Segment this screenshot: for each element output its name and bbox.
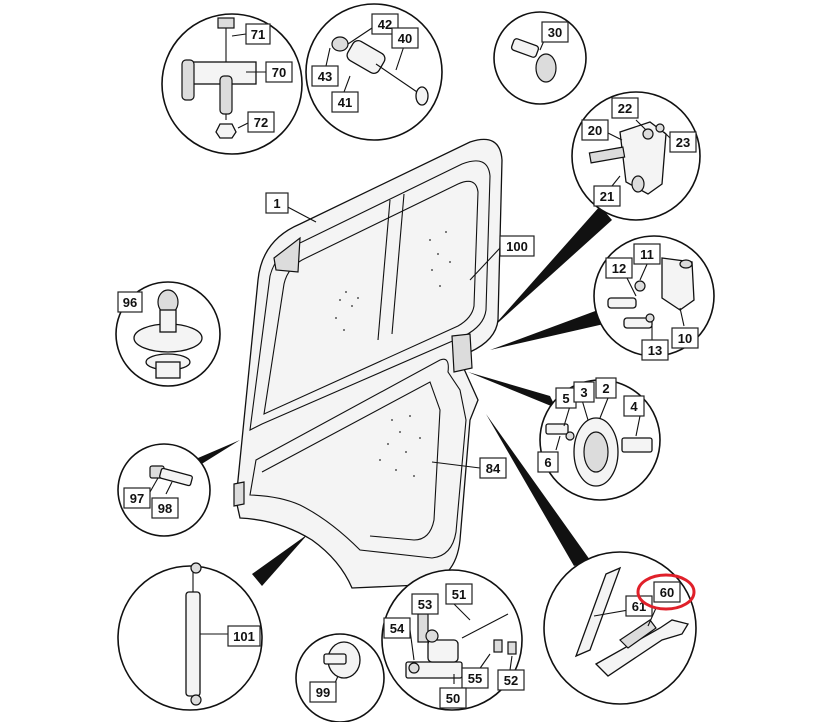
svg-text:23: 23 [676, 135, 690, 150]
callout-12: 12 [605, 257, 633, 279]
svg-text:6: 6 [544, 455, 551, 470]
svg-text:11: 11 [640, 247, 654, 262]
svg-text:1: 1 [273, 196, 280, 211]
svg-text:55: 55 [468, 671, 482, 686]
callout-5: 5 [555, 387, 577, 409]
svg-text:43: 43 [318, 69, 332, 84]
callout-97: 97 [123, 487, 151, 509]
svg-text:41: 41 [338, 95, 352, 110]
svg-text:70: 70 [272, 65, 286, 80]
callout-30: 30 [541, 21, 569, 43]
callout-100: 100 [499, 235, 535, 257]
callout-10: 10 [671, 327, 699, 349]
detail-bolt-97-98 [117, 443, 211, 537]
callout-72: 72 [247, 111, 275, 133]
callout-21: 21 [593, 185, 621, 207]
callout-101: 101 [227, 625, 261, 647]
svg-text:99: 99 [316, 685, 330, 700]
svg-text:2: 2 [602, 381, 609, 396]
callout-23: 23 [669, 131, 697, 153]
callout-20: 20 [581, 119, 609, 141]
svg-text:84: 84 [486, 461, 501, 476]
svg-text:13: 13 [648, 343, 662, 358]
callout-70: 70 [265, 61, 293, 83]
svg-text:42: 42 [378, 17, 392, 32]
svg-text:40: 40 [398, 31, 412, 46]
callout-43: 43 [311, 65, 339, 87]
callout-99: 99 [309, 681, 337, 703]
svg-text:10: 10 [678, 331, 692, 346]
callout-41: 41 [331, 91, 359, 113]
callout-71: 71 [245, 23, 271, 45]
svg-text:101: 101 [233, 629, 255, 644]
highlight-ring-60 [636, 573, 696, 611]
svg-text:5: 5 [562, 391, 569, 406]
callout-22: 22 [611, 97, 639, 119]
svg-text:3: 3 [580, 385, 587, 400]
svg-text:12: 12 [612, 261, 626, 276]
svg-text:60: 60 [660, 585, 674, 600]
callout-11: 11 [633, 243, 661, 265]
callout-40: 40 [391, 27, 419, 49]
svg-text:71: 71 [251, 27, 265, 42]
svg-text:4: 4 [630, 399, 638, 414]
callout-2: 2 [595, 377, 617, 399]
callout-3: 3 [573, 381, 595, 403]
svg-text:72: 72 [254, 115, 268, 130]
detail-stud-30 [493, 11, 587, 105]
callout-51: 51 [445, 583, 473, 605]
callout-55: 55 [461, 667, 489, 689]
callout-50: 50 [439, 687, 467, 709]
svg-text:22: 22 [618, 101, 632, 116]
svg-text:100: 100 [506, 239, 528, 254]
svg-text:30: 30 [548, 25, 562, 40]
connector-wedges [170, 206, 612, 586]
svg-text:21: 21 [600, 189, 614, 204]
window-texture [335, 231, 451, 477]
svg-text:51: 51 [452, 587, 466, 602]
callout-53: 53 [411, 593, 439, 615]
callout-labels: 1 71 70 72 42 40 43 41 30 22 20 23 21 10… [117, 13, 699, 709]
callout-54: 54 [383, 617, 411, 639]
callout-52: 52 [497, 669, 525, 691]
callout-6: 6 [537, 451, 559, 473]
callout-84: 84 [479, 457, 507, 479]
svg-text:54: 54 [390, 621, 405, 636]
callout-60: 60 [653, 581, 681, 603]
svg-text:20: 20 [588, 123, 602, 138]
svg-text:97: 97 [130, 491, 144, 506]
svg-text:98: 98 [158, 501, 172, 516]
callout-98: 98 [151, 497, 179, 519]
detail-strut-101 [117, 562, 263, 711]
callout-13: 13 [641, 339, 669, 361]
door-assembly [233, 138, 503, 589]
svg-text:52: 52 [504, 673, 518, 688]
callout-1: 1 [265, 192, 289, 214]
detail-handle-2-6 [539, 379, 661, 501]
svg-text:53: 53 [418, 597, 432, 612]
callout-4: 4 [623, 395, 645, 417]
detail-cap-99 [295, 633, 385, 722]
svg-text:50: 50 [446, 691, 460, 706]
svg-text:96: 96 [123, 295, 137, 310]
detail-hinge-71-70-72 [161, 13, 303, 155]
callout-96: 96 [117, 291, 143, 313]
